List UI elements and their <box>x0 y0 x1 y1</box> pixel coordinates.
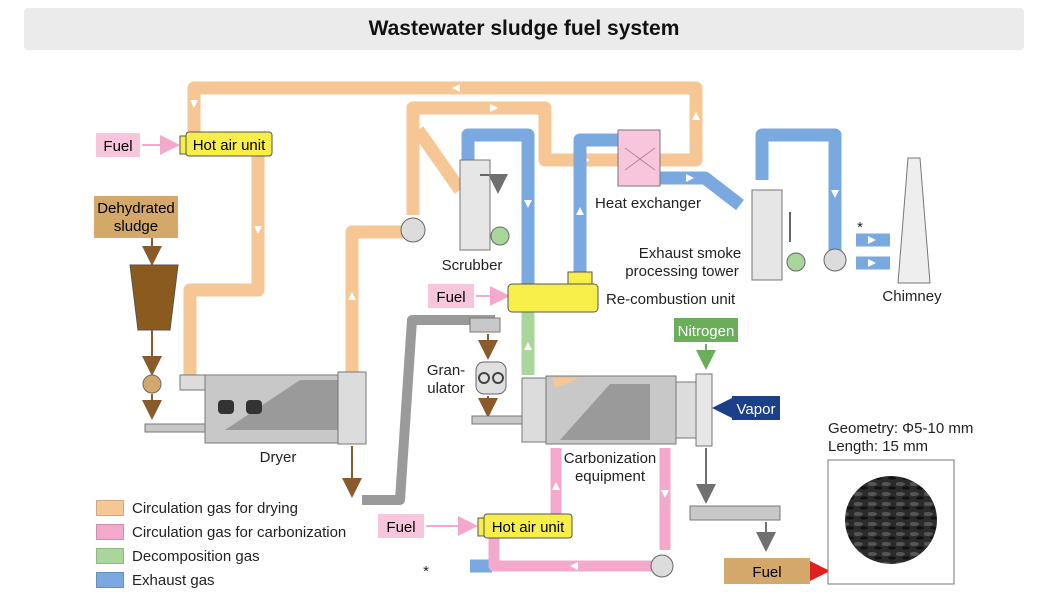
legend: Circulation gas for drying Circulation g… <box>96 496 346 592</box>
exhaust-flow-arrows <box>462 174 876 570</box>
dryer: Dryer <box>144 371 367 498</box>
sludge-hopper <box>129 264 179 420</box>
legend-label: Circulation gas for carbonization <box>132 523 347 541</box>
svg-text:Vapor: Vapor <box>737 401 776 418</box>
product-output: Fuel <box>689 448 830 584</box>
dehydrated-sludge-box: Dehydrated sludge <box>94 196 178 266</box>
pellet-panel: Geometry: Φ5-10 mm Length: 15 mm <box>827 420 973 585</box>
scrubber: Scrubber <box>400 159 510 274</box>
svg-text:ulator: ulator <box>427 380 465 397</box>
svg-text:Heat exchanger: Heat exchanger <box>595 195 701 212</box>
legend-label: Exhaust gas <box>132 571 215 589</box>
svg-text:Fuel: Fuel <box>752 564 781 581</box>
title-bar: Wastewater sludge fuel system <box>24 8 1024 50</box>
legend-label: Circulation gas for drying <box>132 499 298 517</box>
svg-text:Hot air unit: Hot air unit <box>492 519 565 536</box>
hot-air-unit-bottom: Fuel Hot air unit * <box>378 513 674 580</box>
legend-swatch <box>96 548 124 564</box>
svg-text:Dehydrated: Dehydrated <box>97 200 175 217</box>
page-title: Wastewater sludge fuel system <box>368 17 680 40</box>
legend-swatch <box>96 572 124 588</box>
carbonization-flow-arrows <box>552 482 669 570</box>
hot-air-unit-top: Hot air unit <box>179 131 273 157</box>
legend-item-drying: Circulation gas for drying <box>96 496 346 520</box>
svg-text:Chimney: Chimney <box>882 288 942 305</box>
carbonization-gas-lines <box>488 448 671 572</box>
legend-item-carbonization: Circulation gas for carbonization <box>96 520 346 544</box>
svg-text:Fuel: Fuel <box>436 289 465 306</box>
legend-label: Decomposition gas <box>132 547 260 565</box>
svg-text:Fuel: Fuel <box>386 519 415 536</box>
svg-text:Scrubber: Scrubber <box>442 257 503 274</box>
fuel-input-top: Fuel <box>96 133 180 157</box>
svg-text:*: * <box>857 219 863 236</box>
legend-swatch <box>96 524 124 540</box>
legend-item-decomposition: Decomposition gas <box>96 544 346 568</box>
svg-text:Length: 15 mm: Length: 15 mm <box>828 438 928 455</box>
decomposition-flow-arrow <box>524 342 532 350</box>
svg-text:Geometry: Φ5-10 mm: Geometry: Φ5-10 mm <box>828 420 973 437</box>
nitrogen-input: Nitrogen <box>674 318 738 370</box>
svg-text:Hot air unit: Hot air unit <box>193 137 266 154</box>
svg-text:Exhaust smoke: Exhaust smoke <box>639 245 742 262</box>
vapor-input: Vapor <box>712 396 780 420</box>
svg-text:sludge: sludge <box>114 218 158 235</box>
svg-text:Carbonization: Carbonization <box>564 450 657 467</box>
svg-text:processing tower: processing tower <box>625 263 738 280</box>
legend-swatch <box>96 500 124 516</box>
svg-text:*: * <box>423 563 429 580</box>
legend-item-exhaust: Exhaust gas <box>96 568 346 592</box>
svg-text:equipment: equipment <box>575 468 646 485</box>
granulator: Gran- ulator <box>427 334 507 418</box>
svg-text:Gran-: Gran- <box>427 362 465 379</box>
svg-text:Nitrogen: Nitrogen <box>678 323 735 340</box>
recombustion-unit: Fuel Re-combustion unit <box>428 271 736 313</box>
conveyor-head <box>469 317 501 333</box>
chimney: Chimney * <box>857 157 942 305</box>
exhaust-smoke-tower: Exhaust smoke processing tower <box>625 189 847 281</box>
svg-text:Fuel: Fuel <box>103 138 132 155</box>
carbonization-equipment: Carbonization equipment <box>471 373 713 485</box>
heat-exchanger: Heat exchanger <box>595 129 701 212</box>
dried-sludge-conveyor <box>362 315 495 505</box>
svg-text:Dryer: Dryer <box>260 449 297 466</box>
svg-text:Re-combustion unit: Re-combustion unit <box>606 291 736 308</box>
fuel-pellets-image <box>845 476 937 564</box>
